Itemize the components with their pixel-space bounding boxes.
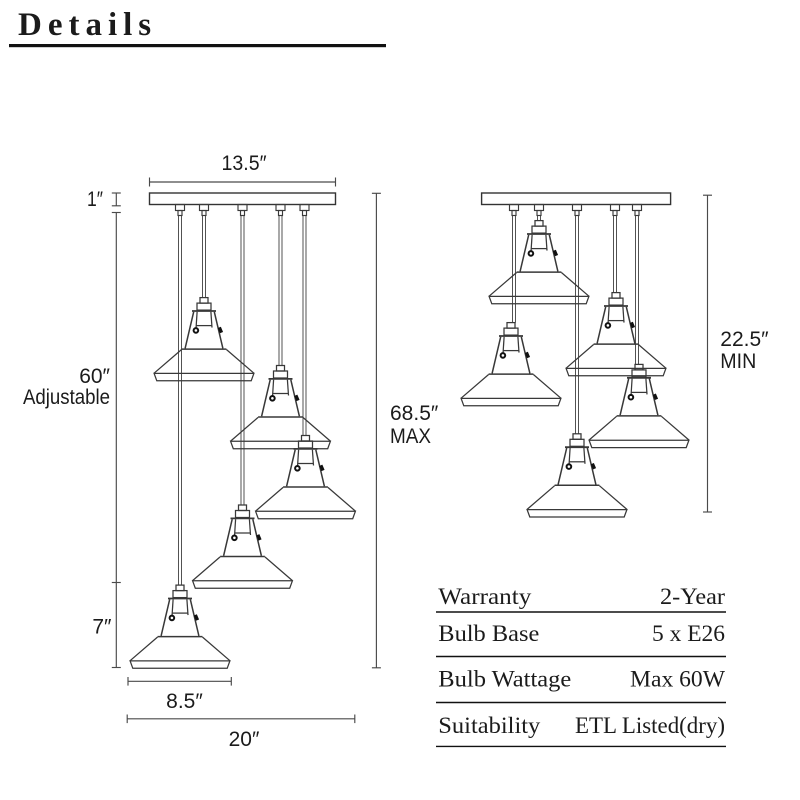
svg-text:MAX: MAX [390,425,431,448]
svg-text:60″: 60″ [79,365,110,388]
svg-text:22.5″: 22.5″ [720,328,769,351]
svg-text:Warranty: Warranty [438,584,532,609]
svg-text:Details: Details [18,7,157,43]
svg-text:13.5″: 13.5″ [222,152,268,175]
svg-text:Max 60W: Max 60W [630,667,725,692]
svg-text:7″: 7″ [92,616,112,639]
svg-text:Suitability: Suitability [438,713,541,738]
svg-text:ETL Listed(dry): ETL Listed(dry) [575,713,725,738]
svg-text:2-Year: 2-Year [660,584,725,609]
svg-text:20″: 20″ [229,728,260,751]
svg-text:Bulb Wattage: Bulb Wattage [438,667,571,692]
svg-text:Bulb Base: Bulb Base [438,621,539,646]
svg-text:68.5″: 68.5″ [390,402,439,425]
svg-text:Adjustable: Adjustable [23,386,110,409]
svg-text:MIN: MIN [720,350,756,373]
svg-text:1″: 1″ [87,188,103,211]
svg-text:5 x E26: 5 x E26 [652,621,725,646]
svg-text:8.5″: 8.5″ [166,690,203,713]
